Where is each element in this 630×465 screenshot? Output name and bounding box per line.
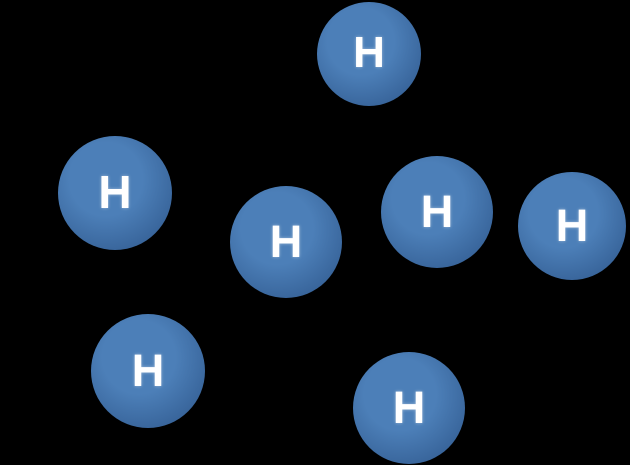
atom-label-hydrogen: H [131, 344, 165, 396]
atom-circle-hydrogen[interactable]: H [58, 136, 172, 250]
atom-label-hydrogen: H [98, 166, 132, 218]
atom-label-hydrogen: H [555, 199, 589, 251]
atom-circle-hydrogen[interactable]: H [230, 186, 342, 298]
atom-circle-hydrogen[interactable]: H [317, 2, 421, 106]
atom-circle-hydrogen[interactable]: H [91, 314, 205, 428]
atom-circle-hydrogen[interactable]: H [381, 156, 493, 268]
atom-label-hydrogen: H [420, 185, 454, 237]
atom-label-hydrogen: H [392, 381, 426, 433]
atom-label-hydrogen: H [269, 215, 303, 267]
atom-label-hydrogen: H [353, 28, 385, 77]
atom-circle-hydrogen[interactable]: H [353, 352, 465, 464]
atom-circle-hydrogen[interactable]: H [518, 172, 626, 280]
